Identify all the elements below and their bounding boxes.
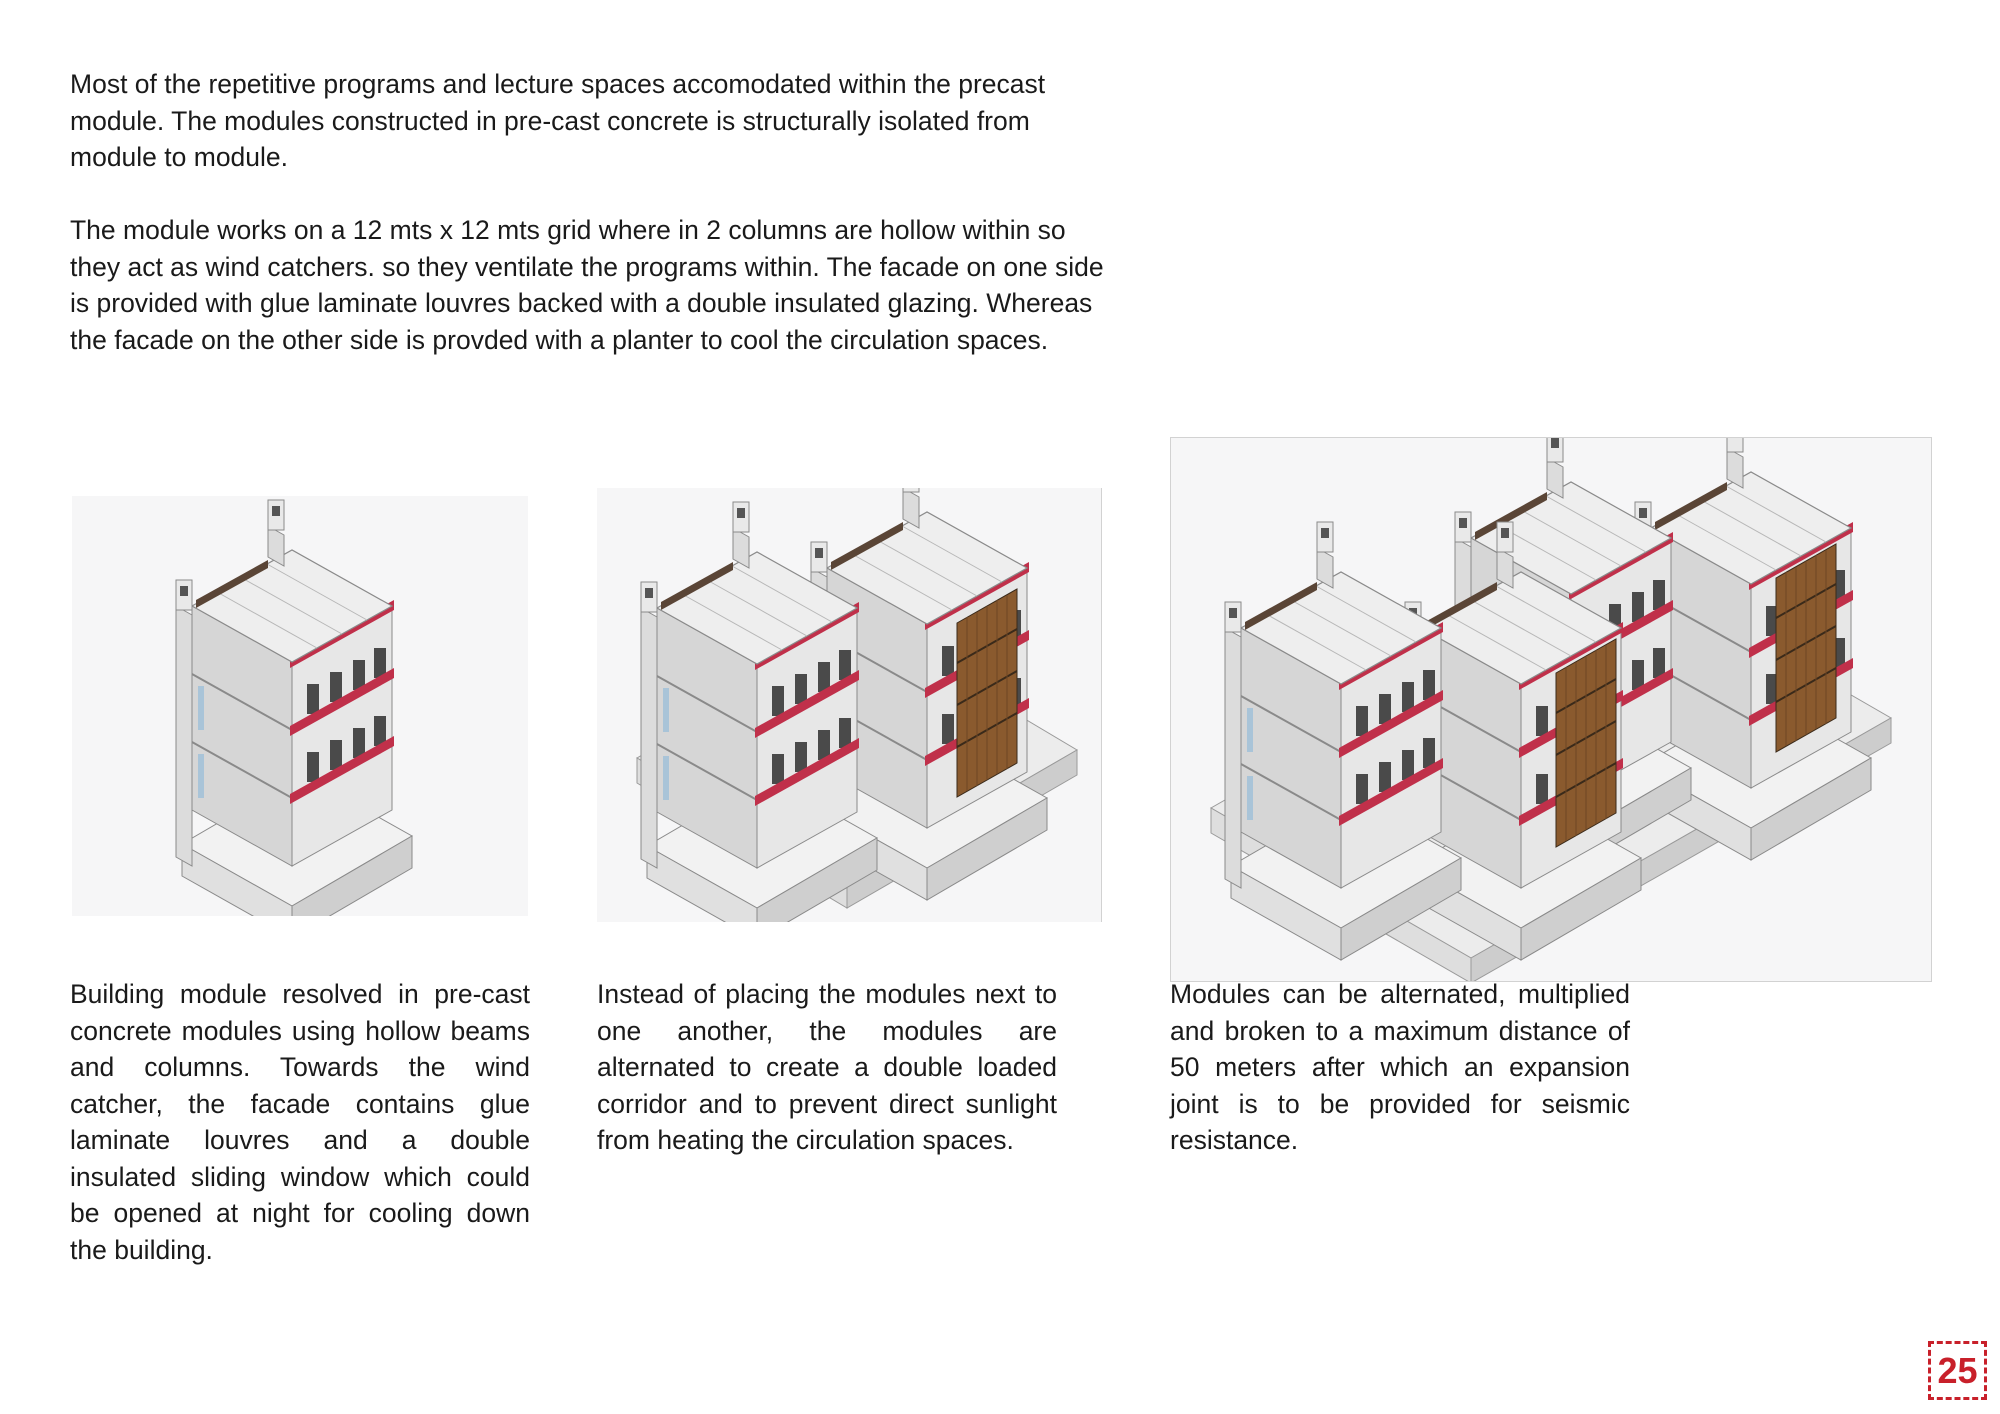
single-module-isometric-drawing [72, 496, 528, 916]
intro-paragraph-1: Most of the repetitive programs and lect… [70, 69, 1046, 172]
multiplied-modules-isometric-drawing [1170, 437, 1932, 982]
figure-caption-1: Building module resolved in pre-cast con… [70, 979, 530, 1265]
figure-caption-2: Instead of placing the modules next to o… [597, 979, 1057, 1155]
module-drawing-2 [636, 488, 1078, 922]
page-number: 25 [1928, 1341, 1987, 1400]
module-drawing-1 [175, 499, 413, 916]
alternated-modules-isometric-drawing [597, 488, 1102, 922]
figure-caption-3: Modules can be alternated, multiplied an… [1170, 979, 1630, 1155]
intro-paragraph-2: The module works on a 12 mts x 12 mts gr… [70, 215, 1104, 355]
module-drawing-3 [1209, 438, 1893, 981]
